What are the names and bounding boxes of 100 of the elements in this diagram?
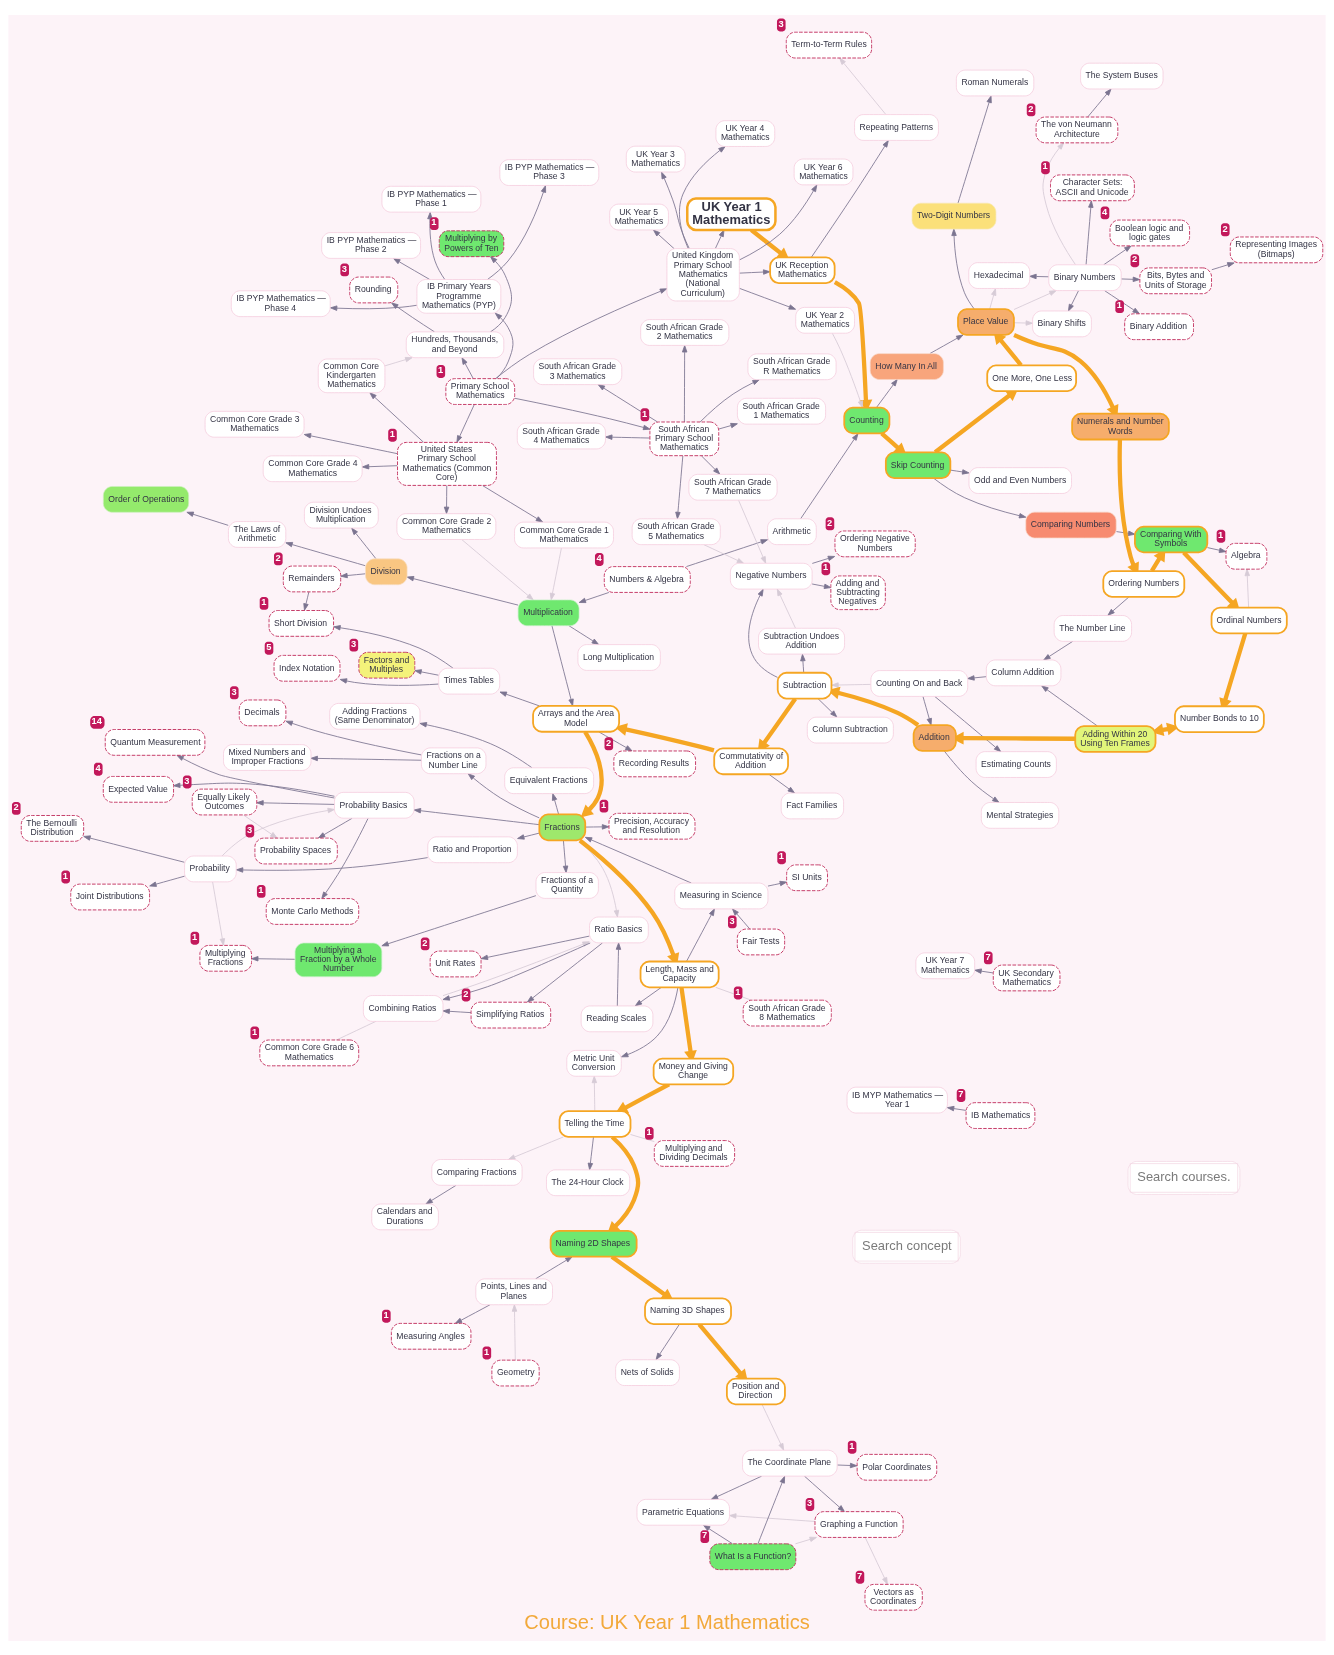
- node-box: South African Grade 5 Mathematics: [631, 517, 721, 545]
- node-box: Comparing With Symbols: [1134, 525, 1209, 553]
- arrow: [739, 268, 771, 275]
- node-box: Arrays and the Area Model: [532, 704, 620, 733]
- node-box: IB MYP Mathematics — Year 1: [846, 1086, 948, 1113]
- connector: [630, 1133, 655, 1142]
- node-box: Comparing Numbers: [1025, 511, 1117, 538]
- arrow: [839, 57, 887, 115]
- arrow: [974, 968, 994, 974]
- arrow: [699, 378, 760, 422]
- node-box: Reading Scales: [580, 1005, 654, 1032]
- node-label: 1: [483, 1346, 490, 1357]
- node-box: Arithmetic: [767, 517, 817, 545]
- arrow: [621, 986, 679, 1057]
- arrow: [703, 543, 745, 564]
- arrow: [517, 832, 540, 840]
- node-label: 1: [1042, 160, 1048, 171]
- arrow: [831, 332, 863, 408]
- caption: Course: UK Year 1 Mathematics: [524, 1610, 810, 1633]
- arrow: [1244, 568, 1250, 608]
- arrow: [880, 431, 907, 455]
- node-label: 1: [642, 408, 648, 419]
- node-box: Position and Direction: [726, 1377, 786, 1405]
- node-label: 1: [437, 364, 444, 375]
- node-box: UK Year 4 Mathematics: [715, 119, 776, 147]
- node-box: Ordinal Numbers: [1210, 606, 1288, 634]
- arrow: [568, 624, 599, 645]
- arrow: [391, 301, 435, 332]
- node-box: Order of Operations: [103, 485, 189, 513]
- arrow: [535, 1255, 573, 1279]
- node-label: 1: [258, 884, 264, 895]
- arrow: [1043, 640, 1074, 660]
- arrow: [467, 772, 540, 818]
- arrow: [361, 463, 398, 469]
- node-box: The System Buses: [1080, 62, 1164, 89]
- node-box: UK Year 7 Mathematics: [915, 952, 975, 979]
- node-label: 2: [1222, 223, 1228, 234]
- node-label: 3: [184, 775, 190, 786]
- arrow: [456, 403, 475, 443]
- node-box: Division Undoes Multiplication: [304, 501, 379, 528]
- node-label: 4: [596, 552, 602, 563]
- arrow: [303, 432, 398, 454]
- node-label: 3: [350, 638, 357, 649]
- node-label: 1: [389, 428, 395, 439]
- arrow: [738, 499, 767, 564]
- node-box: Telling the Time: [558, 1109, 632, 1138]
- node-box: The Coordinate Plane: [742, 1449, 838, 1476]
- node-box: Hundreds, Thousands, and Beyond: [405, 331, 505, 358]
- node-box: Commutativity of Addition: [713, 747, 789, 775]
- node-box: UK Year 5 Mathematics: [609, 203, 669, 230]
- node-box: Combining Ratios: [363, 994, 444, 1022]
- node-box: South African Grade 7 Mathematics: [688, 473, 778, 500]
- node-box: One More, One Less: [986, 363, 1077, 392]
- arrow: [1120, 276, 1141, 282]
- node-box: Ratio Basics: [589, 916, 649, 943]
- arrow: [551, 624, 574, 706]
- node-box: Roman Numerals: [956, 69, 1035, 96]
- node-label: 2: [422, 937, 428, 948]
- node-box: Calendars and Durations: [371, 1203, 439, 1230]
- arrow: [480, 935, 590, 960]
- arrow: [1013, 319, 1033, 326]
- node-box: Skip Counting: [884, 451, 952, 479]
- arrow: [393, 257, 431, 280]
- node-box: Addition: [912, 723, 957, 752]
- arrow: [1068, 289, 1079, 311]
- node-box: How Many In All: [869, 352, 944, 380]
- node-box: Naming 3D Shapes: [644, 1296, 732, 1325]
- arrow: [795, 1536, 817, 1544]
- arrow: [700, 454, 721, 474]
- arrow: [419, 721, 533, 768]
- node-label: 3: [231, 686, 237, 697]
- node-box: Long Multiplication: [577, 643, 661, 671]
- arrow: [414, 668, 439, 676]
- node-box: Negative Numbers: [730, 562, 813, 589]
- node-box: UK Year 3 Mathematics: [625, 145, 686, 172]
- node-box: Length, Mass and Capacity: [639, 960, 720, 988]
- arrow: [351, 527, 377, 559]
- arrow: [149, 875, 185, 887]
- arrow: [1085, 199, 1094, 265]
- node-box: The 24-Hour Clock: [546, 1169, 630, 1196]
- arrow: [661, 171, 690, 249]
- node-box: Mental Strategies: [981, 801, 1060, 829]
- node-box: Multiplying a Fraction by a Whole Number: [294, 942, 383, 977]
- arrow: [615, 941, 622, 1006]
- arrow: [562, 839, 569, 873]
- arrow: [929, 334, 964, 354]
- node-label: 3: [729, 915, 735, 926]
- arrow: [461, 356, 474, 379]
- node-box: Number Bonds to 10: [1174, 704, 1265, 733]
- arrow: [718, 422, 738, 429]
- arrow: [655, 1323, 680, 1360]
- node-box: Common Core Grade 3 Mathematics: [204, 410, 305, 438]
- arrow: [406, 575, 519, 606]
- arrow: [454, 1303, 491, 1324]
- arrow: [837, 1462, 858, 1468]
- node-label: 3: [341, 263, 347, 274]
- node-box: Nets of Solids: [615, 1358, 680, 1386]
- node-box: Comparing Fractions: [431, 1158, 523, 1186]
- arrow: [384, 356, 413, 366]
- arrow: [549, 547, 562, 600]
